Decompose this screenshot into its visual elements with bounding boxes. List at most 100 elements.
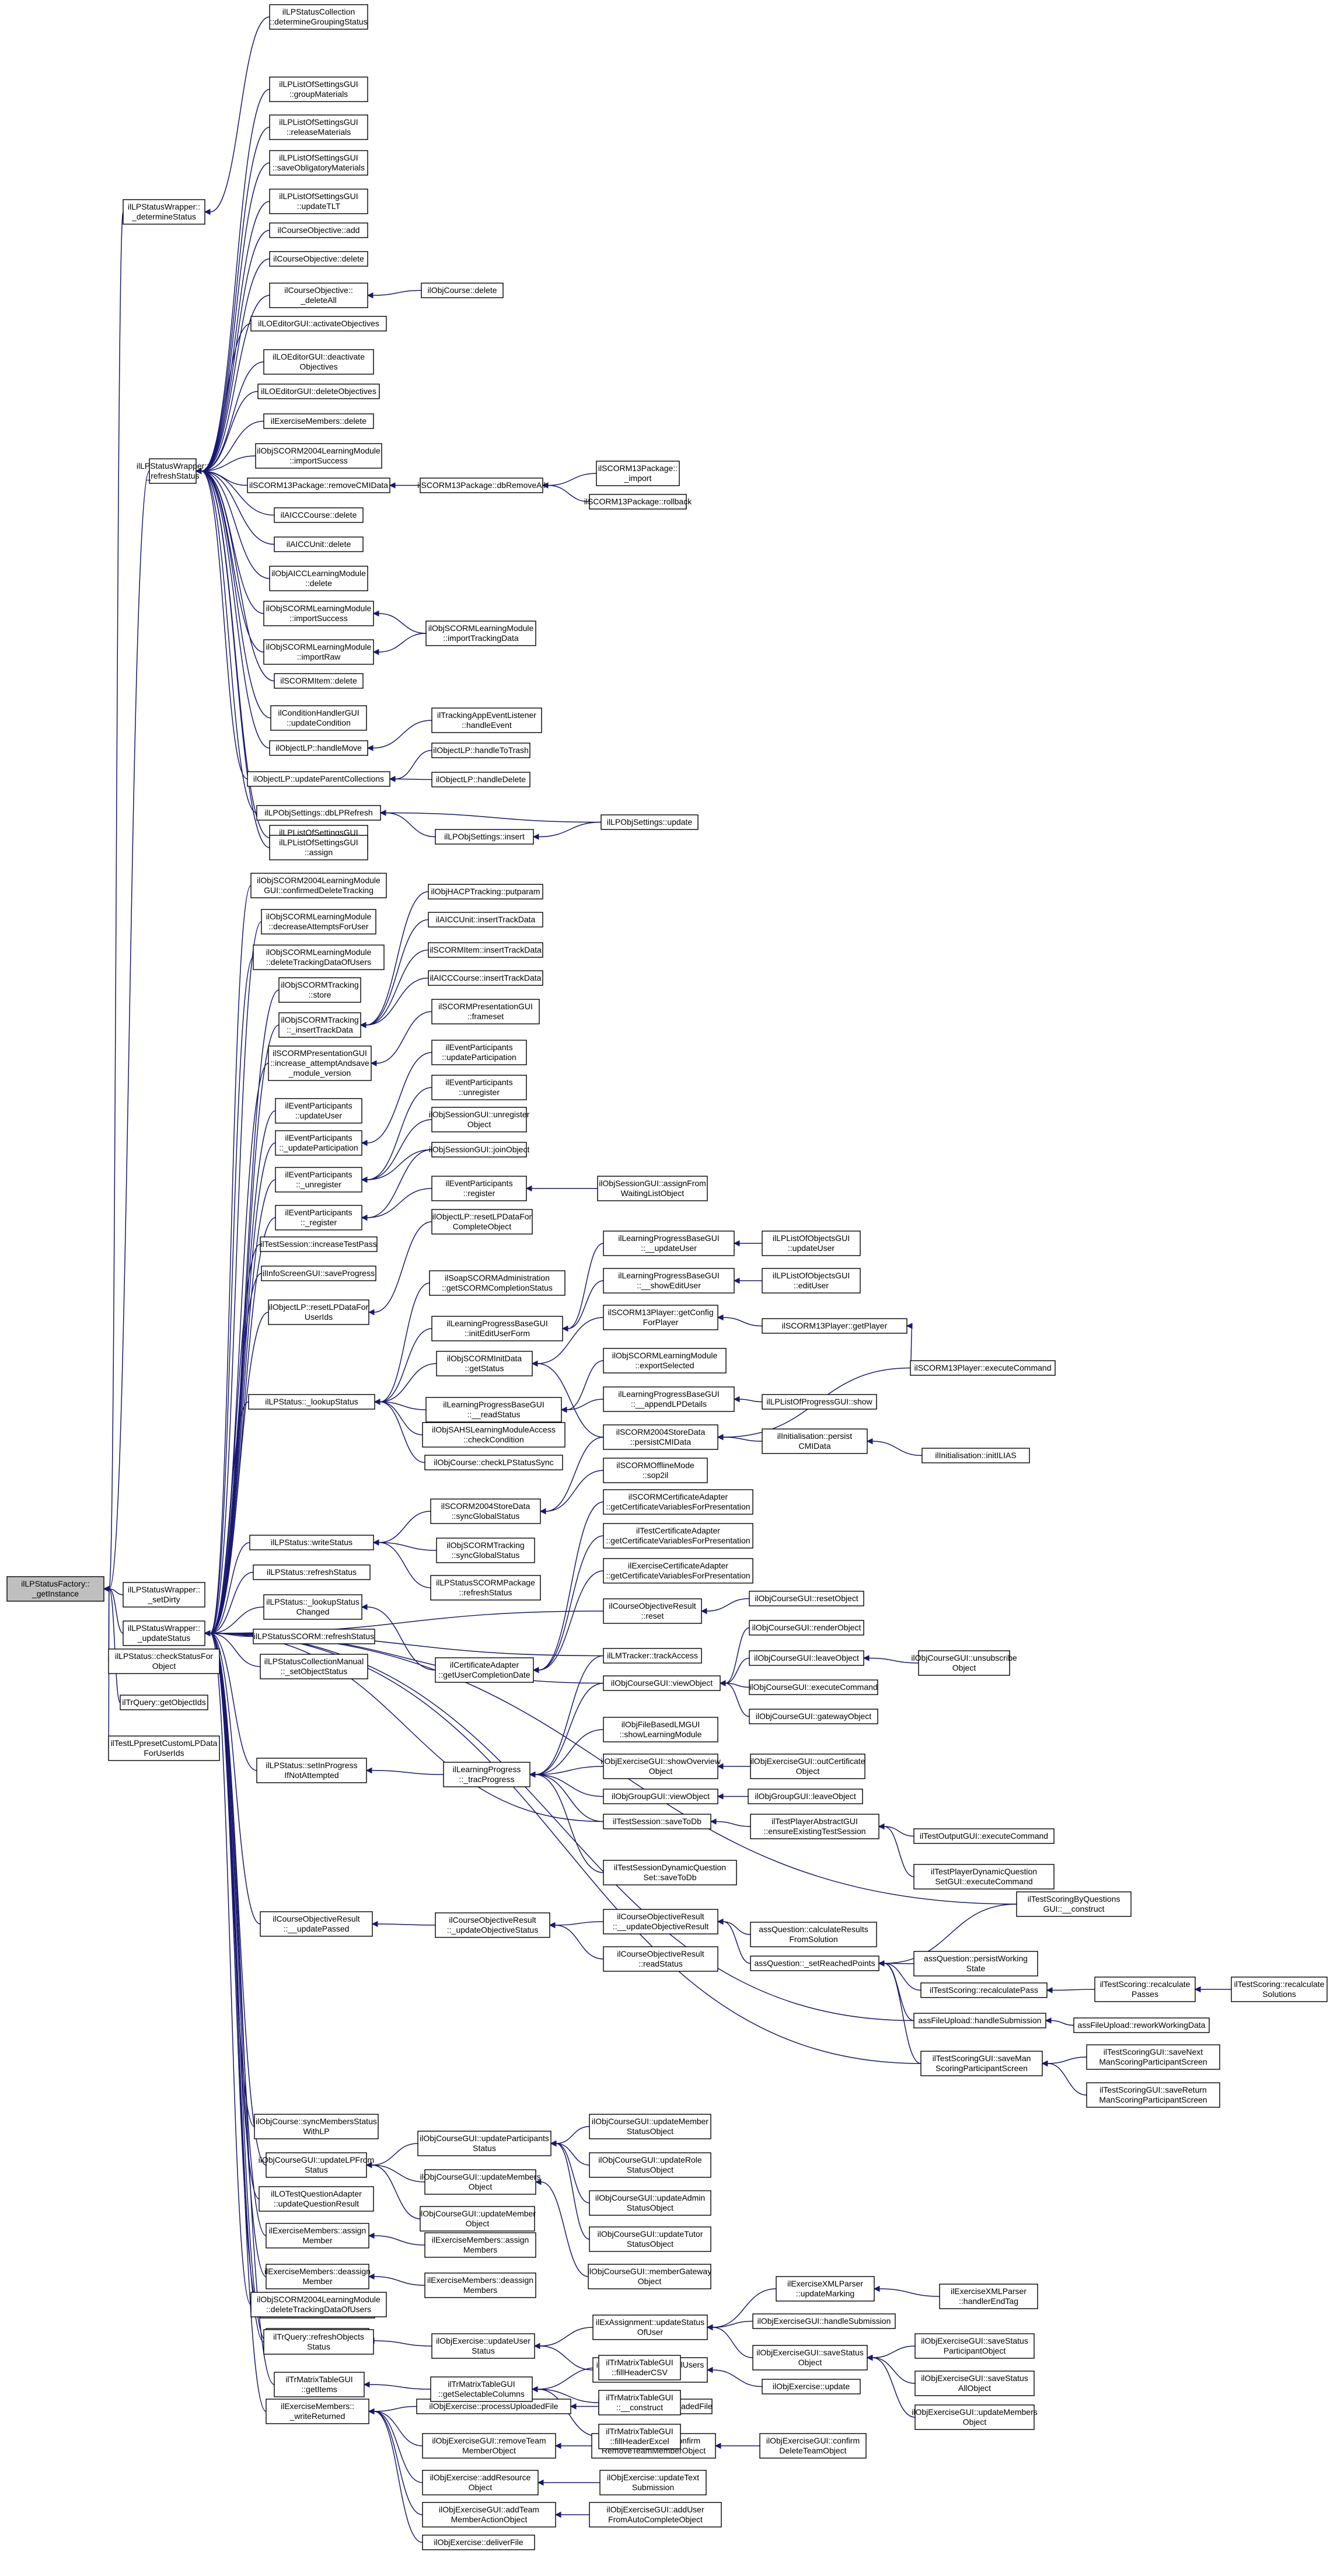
- graph-node-exxml_upd[interactable]: ilExerciseXMLParser::updateMarking: [776, 2276, 875, 2302]
- graph-node-olp_del[interactable]: ilObjectLP::handleDelete: [431, 772, 530, 787]
- graph-node-sc_offline[interactable]: ilSCORMOfflineMode::sop2il: [603, 1458, 708, 1483]
- graph-node-init_ilias[interactable]: ilInitialisation::initILIAS: [921, 1448, 1030, 1463]
- graph-node-sc13_import[interactable]: ilSCORM13Package::_import: [596, 461, 680, 486]
- graph-node-lps_scorm[interactable]: ilLPStatusSCORM::refreshStatus: [253, 1629, 375, 1644]
- graph-node-cor_updobjres[interactable]: ilCourseObjectiveResult::__updateObjecti…: [603, 1909, 718, 1934]
- graph-node-aicc_lmdel[interactable]: ilObjAICCLearningModule::delete: [269, 566, 368, 591]
- graph-node-olp_trash[interactable]: ilObjectLP::handleToTrash: [431, 743, 530, 758]
- graph-node-loo_edituser[interactable]: ilLPListOfObjectsGUI::editUser: [762, 1268, 861, 1294]
- graph-node-tqa_upd[interactable]: ilLOTestQuestionAdapter::updateQuestionR…: [259, 2186, 374, 2212]
- graph-node-scm_set[interactable]: ilLPStatusCollectionManual::_setObjectSt…: [260, 1654, 368, 1679]
- graph-node-tsg_saveret[interactable]: ilTestScoringGUI::saveReturnManScoringPa…: [1086, 2082, 1220, 2108]
- graph-node-lop_show[interactable]: ilLPListOfProgressGUI::show: [762, 1394, 877, 1410]
- graph-node-exg_confirmdel[interactable]: ilObjExerciseGUI::confirmDeleteTeamObjec…: [759, 2433, 867, 2459]
- graph-node-tsg_save[interactable]: ilTestScoringGUI::saveManScoringParticip…: [920, 2051, 1043, 2076]
- graph-node-co_delete[interactable]: ilCourseObjective::delete: [269, 251, 368, 267]
- graph-node-sess_assign[interactable]: ilObjSessionGUI::assignFromWaitingListOb…: [597, 1176, 708, 1201]
- graph-node-sc04_imp[interactable]: ilObjSCORM2004LearningModule::importSucc…: [255, 443, 382, 469]
- graph-node-exg_savepart[interactable]: ilObjExerciseGUI::saveStatusParticipantO…: [914, 2333, 1035, 2359]
- graph-node-sclm_itd[interactable]: ilObjSCORMLearningModule::importTracking…: [425, 621, 536, 646]
- graph-node-sc04_conf[interactable]: ilObjSCORM2004LearningModuleGUI::confirm…: [250, 873, 387, 898]
- graph-node-ts_inc[interactable]: ilTestSession::increaseTestPass: [260, 1236, 378, 1252]
- graph-node-afu_handle[interactable]: assFileUpload::handleSubmission: [913, 2013, 1046, 2028]
- graph-node-sc13p_getp[interactable]: ilSCORM13Player::getPlayer: [762, 1318, 907, 1334]
- graph-node-em_delete[interactable]: ilExerciseMembers::delete: [263, 413, 374, 429]
- graph-node-cor_read[interactable]: ilCourseObjectiveResult::readStatus: [603, 1946, 718, 1972]
- graph-node-olp_move[interactable]: ilObjectLP::handleMove: [269, 740, 368, 756]
- graph-node-lpb_append[interactable]: ilLearningProgressBaseGUI::__appendLPDet…: [603, 1386, 735, 1412]
- graph-node-aq_calc[interactable]: assQuestion::calculateResultsFromSolutio…: [750, 1922, 877, 1947]
- graph-node-sc13_dbrm[interactable]: ilSCORM13Package::dbRemoveAll: [417, 477, 546, 493]
- graph-node-tsdq_save[interactable]: ilTestSessionDynamicQuestionSet::saveToD…: [603, 1860, 737, 1885]
- graph-node-ep_updu[interactable]: ilEventParticipants::updateUser: [275, 1098, 362, 1124]
- graph-node-sclm_deltrk[interactable]: ilObjSCORMLearningModule::deleteTracking…: [253, 944, 385, 970]
- graph-node-sc04_persist[interactable]: ilSCORM2004StoreData::persistCMIData: [603, 1424, 718, 1450]
- graph-node-exg_handle[interactable]: ilObjExerciseGUI::handleSubmission: [752, 2313, 896, 2329]
- graph-node-lo_del[interactable]: ilLOEditorGUI::deleteObjectives: [257, 384, 380, 399]
- graph-node-s_refresh[interactable]: ilLPStatus::refreshStatus: [253, 1564, 371, 1580]
- graph-node-soap_get[interactable]: ilSoapSCORMAdministration::getSCORMCompl…: [429, 1270, 565, 1296]
- graph-node-grp_leave[interactable]: ilObjGroupGUI::leaveObject: [748, 1789, 863, 1804]
- graph-node-tq_get[interactable]: ilTrQuery::getObjectIds: [120, 1695, 208, 1710]
- graph-node-exg_adduser[interactable]: ilObjExerciseGUI::addUserFromAutoComplet…: [589, 2502, 722, 2528]
- graph-node-s_write[interactable]: ilLPStatus::writeStatus: [249, 1535, 374, 1550]
- graph-node-grp_view[interactable]: ilObjGroupGUI::viewObject: [603, 1789, 718, 1804]
- graph-node-lpb_initedit[interactable]: ilLearningProgressBaseGUI::initEditUserF…: [431, 1316, 563, 1341]
- graph-node-init_persist[interactable]: ilInitialisation::persistCMIData: [762, 1428, 868, 1454]
- graph-node-scpres_frame[interactable]: ilSCORMPresentationGUI::frameset: [431, 999, 540, 1024]
- graph-node-sclm_exp[interactable]: ilObjSCORMLearningModule::exportSelected: [603, 1348, 727, 1374]
- graph-node-olp_upc[interactable]: ilObjectLP::updateParentCollections: [247, 771, 390, 787]
- graph-node-em_writeret[interactable]: ilExerciseMembers::_writeReturned: [266, 2399, 369, 2424]
- graph-node-aicc_citd[interactable]: ilAICCCourse::insertTrackData: [428, 970, 543, 986]
- graph-node-sct_itd[interactable]: ilObjSCORMTracking::_insertTrackData: [278, 1012, 361, 1038]
- graph-node-tmt_csv[interactable]: ilTrMatrixTableGUI::fillHeaderCSV: [598, 2355, 681, 2380]
- graph-node-sahs_check[interactable]: ilObjSAHSLearningModuleAccess::checkCond…: [422, 1422, 565, 1448]
- graph-node-ep_unreg[interactable]: ilEventParticipants::_unregister: [275, 1167, 362, 1193]
- graph-node-sc04_sync[interactable]: ilSCORM2004StoreData::syncGlobalStatus: [430, 1498, 541, 1524]
- graph-node-lo_act[interactable]: ilLOEditorGUI::activateObjectives: [250, 316, 387, 332]
- graph-node-sc_mod_get2[interactable]: ilObjSCORMInitData::getStatus: [436, 1351, 533, 1376]
- graph-node-lm_track[interactable]: ilLMTracker::trackAccess: [603, 1648, 702, 1664]
- graph-node-cor_reset[interactable]: ilCourseObjectiveResult::reset: [603, 1598, 702, 1624]
- graph-node-lpb_upduser[interactable]: ilLearningProgressBaseGUI::__updateUser: [603, 1231, 735, 1256]
- graph-node-ep_updp[interactable]: ilEventParticipants::_updateParticipatio…: [275, 1130, 362, 1156]
- graph-node-tmt_construct[interactable]: ilTrMatrixTableGUI::__construct: [598, 2390, 681, 2415]
- graph-node-los_group[interactable]: ilLPListOfSettingsGUI::groupMaterials: [269, 76, 368, 102]
- graph-node-tsg_savenext[interactable]: ilTestScoringGUI::saveNextManScoringPart…: [1086, 2044, 1220, 2070]
- graph-node-lpb_showedit[interactable]: ilLearningProgressBaseGUI::__showEditUse…: [603, 1268, 735, 1294]
- graph-node-lpos_update[interactable]: ilLPObjSettings::update: [601, 814, 699, 830]
- graph-node-aicc_udel[interactable]: ilAICCUnit::delete: [274, 536, 364, 552]
- graph-node-tmt_excel[interactable]: ilTrMatrixTableGUI::fillHeaderExcel: [598, 2424, 681, 2449]
- graph-node-tpd_exec[interactable]: ilTestPlayerDynamicQuestionSetGUI::execu…: [913, 1864, 1055, 1890]
- graph-node-lpos_insert[interactable]: ilLPObjSettings::insert: [435, 829, 534, 845]
- graph-node-aicc_cdel[interactable]: ilAICCCourse::delete: [274, 507, 364, 523]
- graph-node-sct_store[interactable]: ilObjSCORMTracking::store: [278, 977, 361, 1003]
- graph-node-w_dirty[interactable]: ilLPStatusWrapper::_setDirty: [123, 1582, 205, 1608]
- graph-node-los_assign2[interactable]: ilLPListOfSettingsGUI::assign: [269, 835, 368, 860]
- graph-node-tmt_getsel[interactable]: ilTrMatrixTableGUI::getSelectableColumns: [430, 2376, 533, 2402]
- graph-node-scitem_del[interactable]: ilSCORMItem::delete: [274, 673, 364, 689]
- graph-node-cor_updpassed[interactable]: ilCourseObjectiveResult::__updatePassed: [260, 1911, 373, 1937]
- graph-node-tc_adapter[interactable]: ilTestCertificateAdapter::getCertificate…: [603, 1523, 753, 1549]
